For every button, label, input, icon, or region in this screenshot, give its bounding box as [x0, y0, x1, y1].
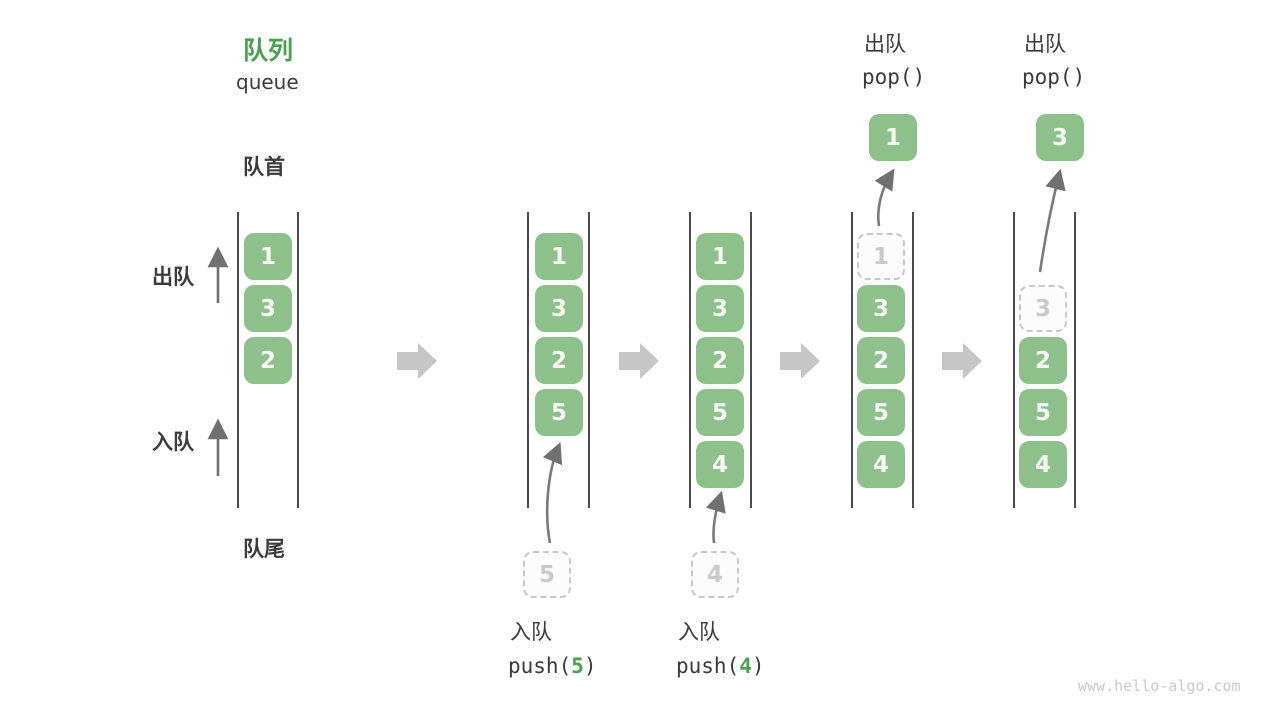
pop-1-arrow-icon: [874, 168, 895, 227]
rail: [1013, 212, 1015, 508]
pending-element: 5: [523, 551, 571, 598]
rail: [851, 212, 853, 508]
push-arg: 5: [571, 654, 584, 678]
queue-rear-label: 队尾: [243, 537, 285, 561]
queue-element: 3: [244, 285, 292, 332]
pop-3-arrow-icon: [1038, 168, 1066, 273]
dequeue-op-label: 出队: [864, 32, 906, 56]
push-code-post: ): [583, 654, 597, 678]
queue-element: 1: [535, 233, 583, 280]
queue-element: 2: [857, 337, 905, 384]
enqueue-op-label: 入队: [678, 620, 720, 644]
queue-element: 4: [857, 441, 905, 488]
queue-element: 5: [696, 389, 744, 436]
push-code-label: push(5): [508, 654, 597, 679]
next-state-arrow-icon: [397, 343, 437, 379]
push-arg: 4: [739, 654, 752, 678]
push-code-pre: push(: [508, 654, 572, 678]
rail: [297, 212, 299, 508]
watermark: www.hello-algo.com: [1078, 677, 1241, 695]
queue-element: 4: [696, 441, 744, 488]
pop-code-label: pop(): [862, 65, 926, 89]
rail: [750, 212, 752, 508]
pop-code-label: pop(): [1022, 65, 1086, 89]
removed-element: 1: [857, 233, 905, 280]
queue-element: 4: [1019, 441, 1067, 488]
popped-element: 1: [869, 114, 917, 161]
queue-element: 2: [1019, 337, 1067, 384]
rail: [912, 212, 914, 508]
next-state-arrow-icon: [942, 343, 982, 379]
dequeue-side-label: 出队: [152, 265, 194, 289]
next-state-arrow-icon: [780, 343, 820, 379]
queue-element: 3: [857, 285, 905, 332]
dequeue-op-label: 出队: [1024, 32, 1066, 56]
rail: [1074, 212, 1076, 508]
queue-element: 3: [535, 285, 583, 332]
queue-element: 2: [244, 337, 292, 384]
rail: [588, 212, 590, 508]
push-5-arrow-icon: [542, 441, 563, 544]
queue-element: 5: [535, 389, 583, 436]
diagram-title-en: queue: [236, 70, 299, 94]
queue-element: 1: [244, 233, 292, 280]
push-code-label: push(4): [676, 654, 765, 679]
queue-element: 2: [535, 337, 583, 384]
next-state-arrow-icon: [619, 343, 659, 379]
queue-element: 2: [696, 337, 744, 384]
queue-element: 3: [696, 285, 744, 332]
removed-element: 3: [1019, 285, 1067, 332]
push-4-arrow-icon: [705, 490, 726, 544]
rail: [237, 212, 239, 508]
enqueue-op-label: 入队: [510, 620, 552, 644]
push-code-post: ): [751, 654, 765, 678]
enqueue-side-label: 入队: [152, 430, 194, 454]
queue-element: 5: [857, 389, 905, 436]
queue-element: 1: [696, 233, 744, 280]
pending-element: 4: [691, 551, 739, 598]
diagram-title-zh: 队列: [243, 36, 294, 65]
popped-element: 3: [1036, 114, 1084, 161]
queue-element: 5: [1019, 389, 1067, 436]
queue-front-label: 队首: [243, 155, 285, 179]
rail: [527, 212, 529, 508]
rail: [689, 212, 691, 508]
push-code-pre: push(: [676, 654, 740, 678]
